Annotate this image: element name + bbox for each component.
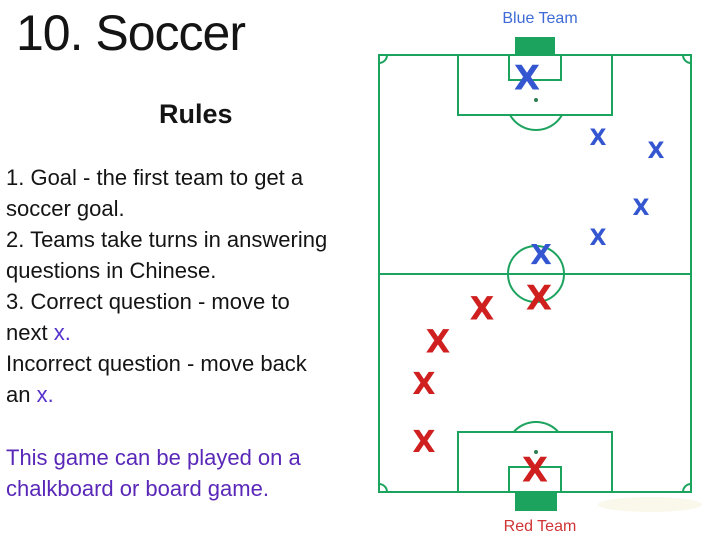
blue-x-marker: X <box>589 126 607 152</box>
bottom-goal-area <box>508 466 562 493</box>
rules-segment: 2. Teams take turns in answering <box>6 227 328 252</box>
rules-line: soccer goal. <box>6 193 327 224</box>
blue-x-marker: X <box>632 196 650 222</box>
note-line: chalkboard or board game. <box>6 476 269 501</box>
note-text: This game can be played on a chalkboard o… <box>6 442 301 504</box>
top-penalty-arc <box>509 114 563 132</box>
rules-heading: Rules <box>159 99 233 129</box>
slide-title: 10. Soccer <box>16 5 246 61</box>
top-penalty-area <box>457 54 613 116</box>
field-lines-drawing <box>378 37 692 511</box>
rules-segment: questions in Chinese. <box>6 258 217 283</box>
red-x-marker: X <box>521 450 549 491</box>
blue-x-marker: X <box>589 226 607 252</box>
red-x-marker: X <box>425 322 451 361</box>
rules-segment: an <box>6 382 37 407</box>
blue-x-marker: X <box>513 58 541 99</box>
top-penalty-spot <box>534 98 538 102</box>
rules-line: questions in Chinese. <box>6 255 327 286</box>
red-goal-box <box>515 492 557 511</box>
red-x-marker: X <box>412 424 436 460</box>
inline-x-token: x. <box>36 382 54 407</box>
corner-arc-top-left <box>378 54 388 64</box>
red-x-marker: X <box>412 366 436 402</box>
rules-segment: Incorrect question - move back <box>6 351 307 376</box>
inline-x-token: x. <box>53 320 71 345</box>
center-circle <box>507 245 565 303</box>
blue-x-marker: X <box>647 139 665 165</box>
rules-segment: 3. Correct question - move to <box>6 289 290 314</box>
rules-line: next x. <box>6 317 327 348</box>
red-x-marker: X <box>525 278 553 319</box>
rules-segment: next <box>6 320 54 345</box>
rules-text: 1. Goal - the first team to get a soccer … <box>6 162 327 410</box>
rules-line: 2. Teams take turns in answering <box>6 224 327 255</box>
rules-segment: 1. Goal - the first team to get a <box>6 165 304 190</box>
blue-team-label: Blue Team <box>502 10 578 27</box>
corner-arc-top-right <box>682 54 692 64</box>
corner-arc-bottom-left <box>378 483 388 493</box>
rules-line: an x. <box>6 379 327 410</box>
rules-line: 1. Goal - the first team to get a <box>6 162 327 193</box>
field-boundary <box>378 54 692 493</box>
red-x-marker: X <box>469 289 495 328</box>
rules-segment: soccer goal. <box>6 196 125 221</box>
corner-arc-bottom-right <box>682 483 692 493</box>
note-line: This game can be played on a <box>6 445 301 470</box>
bottom-penalty-arc <box>512 420 560 433</box>
top-goal-area <box>508 54 562 81</box>
watermark-smudge <box>598 497 702 512</box>
bottom-penalty-spot <box>534 450 538 454</box>
blue-x-marker: X <box>530 237 552 271</box>
red-team-label: Red Team <box>503 518 577 535</box>
rules-line: Incorrect question - move back <box>6 348 327 379</box>
blue-goal-box <box>515 37 555 55</box>
bottom-penalty-area <box>457 431 613 493</box>
rules-line: 3. Correct question - move to <box>6 286 327 317</box>
